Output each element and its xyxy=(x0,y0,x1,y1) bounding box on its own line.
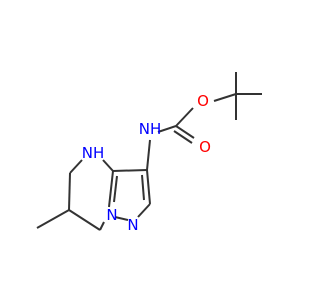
atom-n-bridge: N xyxy=(106,206,117,224)
bond-carbonyl-double-a xyxy=(175,125,195,139)
atom-o-ether: O xyxy=(197,92,209,110)
bond-n7a-c3a-inner xyxy=(113,175,118,203)
atom-n-pyrazole: N xyxy=(127,216,138,234)
bond-c5-c6 xyxy=(68,172,71,211)
bond-n7a-c3a xyxy=(108,170,114,208)
bond-nh-c5 xyxy=(69,159,83,174)
bond-n1-n7a xyxy=(114,216,129,221)
structure-svg: NH O O NH N N xyxy=(36,72,262,234)
bond-c7-n7a xyxy=(99,221,105,231)
bond-c3-c2-inner xyxy=(141,174,145,201)
atom-o-carbonyl: O xyxy=(199,138,211,156)
bond-oxygen-to-carbonyl-carbon xyxy=(175,107,194,127)
bond-c3-c3a xyxy=(112,169,148,172)
atom-nh-carbamate: NH xyxy=(139,120,162,138)
bond-nh-to-c3 xyxy=(146,139,151,171)
bond-c6-methyl xyxy=(36,209,70,229)
bond-tbu-to-oxygen xyxy=(213,93,237,102)
bond-carbonyl-double-b xyxy=(173,130,193,144)
atom-nh-ring: NH xyxy=(82,144,105,162)
bond-c6-c7 xyxy=(68,209,101,231)
atom-labels: NH O O NH N N xyxy=(82,92,211,234)
bond-c3a-nh xyxy=(102,159,114,172)
bond-carbonyl-carbon-to-nh xyxy=(157,125,177,133)
bonds xyxy=(36,72,262,231)
bond-c3-c2 xyxy=(146,169,151,205)
molecule-diagram: NH O O NH N N xyxy=(36,72,262,234)
bond-c2-n1 xyxy=(137,203,151,218)
